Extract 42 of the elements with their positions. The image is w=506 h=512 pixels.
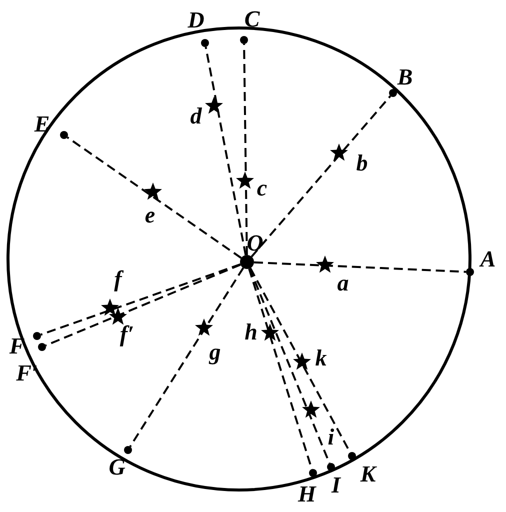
point-label: B [397, 66, 413, 88]
star-label: g [209, 340, 221, 364]
point-dot [309, 469, 317, 477]
star-label: i [328, 426, 334, 448]
star-label: a [337, 272, 349, 294]
point-dot [38, 343, 46, 351]
point-label: I [332, 474, 340, 496]
point-dot [327, 463, 335, 471]
point-label: D [188, 8, 204, 32]
star-label: f [114, 268, 122, 290]
star-label: f′ [120, 322, 134, 346]
point-label: A [480, 248, 496, 270]
point-dot [348, 452, 356, 460]
point-label: H [298, 482, 316, 506]
star-label: e [144, 204, 156, 226]
point-label: G [108, 456, 126, 478]
point-dot [389, 89, 397, 97]
dashed-line [66, 136, 242, 259]
dashed-line [129, 267, 244, 448]
point-dot [124, 446, 132, 454]
point-dot [60, 131, 68, 139]
dashed-line [243, 44, 248, 256]
dashed-line [248, 268, 330, 464]
star-label: h [244, 320, 258, 344]
point-label: K [360, 462, 376, 486]
star-label: d [190, 104, 202, 128]
dashed-line [40, 263, 241, 336]
point-dot [466, 268, 474, 276]
point-label: E [34, 112, 50, 136]
dashed-line [204, 46, 247, 256]
point-dot [201, 39, 209, 47]
point-label: O [246, 232, 264, 254]
dashed-line [45, 264, 241, 346]
star-label: c [256, 176, 268, 200]
point-dot [33, 332, 41, 340]
point-dot [240, 255, 254, 269]
star-label: k [315, 346, 327, 370]
dashed-line [254, 261, 466, 273]
point-label: C [244, 8, 260, 30]
point-dot [240, 36, 248, 44]
star-label: b [356, 152, 368, 174]
dashed-line [250, 95, 392, 258]
